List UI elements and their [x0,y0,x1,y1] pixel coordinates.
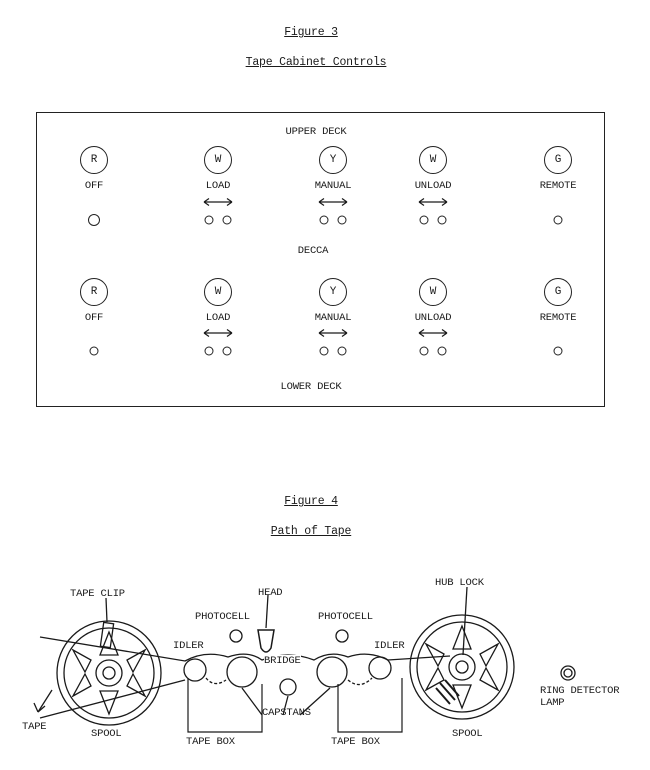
upper-double-arrow-icon-1 [203,198,233,206]
upper-deck-label: UPPER DECK [285,126,347,138]
idler-right-label: IDLER [374,640,405,652]
figure4-title: Path of Tape [270,525,352,538]
tape-line-lower [39,679,186,719]
spool-left-label: SPOOL [91,728,122,740]
left-idler [183,658,207,682]
figure3-number: Figure 3 [284,26,338,39]
left-photocell [229,629,243,643]
upper-socket-2-0 [319,215,329,225]
upper-control-cap-2: Y [319,146,347,174]
ring-detector-label-line1: RING DETECTOR [540,685,620,697]
idler-left-label: IDLER [173,640,204,652]
lower-socket-3-0 [419,346,429,356]
tape-clip-label: TAPE CLIP [70,588,125,600]
lower-socket-1-1 [222,346,232,356]
bridge-label: BRIDGE [264,655,301,667]
lower-double-arrow-icon-3 [418,329,448,337]
upper-socket-3-1 [437,215,447,225]
upper-socket-3-0 [419,215,429,225]
spool-right-label: SPOOL [452,728,483,740]
upper-control-label-3: UNLOAD [414,180,452,192]
head-label: HEAD [258,587,283,599]
right-tape-box [337,678,403,733]
upper-control-label-4: REMOTE [539,180,577,192]
lower-socket-2-0 [319,346,329,356]
capstans-label: CAPSTANS [262,707,311,719]
lower-control-label-0: OFF [84,312,104,324]
tape-clip-shape [99,621,115,649]
upper-control-cap-1: W [204,146,232,174]
tape-label: TAPE [22,721,47,733]
lower-deck-label: LOWER DECK [280,381,342,393]
lower-control-cap-1: W [204,278,232,306]
upper-control-label-0: OFF [84,180,104,192]
photocell-right-label: PHOTOCELL [318,611,373,623]
lower-socket-4-0 [553,346,563,356]
left-tape-box [187,678,263,733]
left-spool [56,620,162,726]
right-capstan [316,656,348,688]
lower-socket-1-0 [204,346,214,356]
lower-control-cap-3: W [419,278,447,306]
tape-box-left-label: TAPE BOX [186,736,235,748]
lower-socket-0-0 [89,346,99,356]
ring-detector-label-line2: LAMP [540,697,565,709]
figure4-number: Figure 4 [284,495,338,508]
lower-double-arrow-icon-1 [203,329,233,337]
upper-control-label-1: LOAD [205,180,231,192]
lower-control-label-2: MANUAL [314,312,352,324]
lower-control-cap-2: Y [319,278,347,306]
upper-socket-1-1 [222,215,232,225]
upper-control-cap-4: G [544,146,572,174]
right-spool [409,614,515,720]
left-capstan [226,656,258,688]
decca-label: DECCA [297,245,329,257]
lower-control-label-3: UNLOAD [414,312,452,324]
lower-control-cap-0: R [80,278,108,306]
lower-socket-3-1 [437,346,447,356]
upper-double-arrow-icon-2 [318,198,348,206]
head-shape [257,629,275,653]
lower-double-arrow-icon-2 [318,329,348,337]
upper-socket-4-0 [553,215,563,225]
ring-detector-lamp [560,665,576,681]
figure3-title: Tape Cabinet Controls [245,56,387,69]
upper-double-arrow-icon-3 [418,198,448,206]
lower-control-cap-4: G [544,278,572,306]
upper-socket-1-0 [204,215,214,225]
lower-socket-2-1 [337,346,347,356]
upper-socket-0-0 [88,214,100,226]
upper-control-cap-0: R [80,146,108,174]
hub-lock-label: HUB LOCK [435,577,484,589]
tape-cabinet-panel [36,112,605,407]
photocell-left-label: PHOTOCELL [195,611,250,623]
lower-control-label-4: REMOTE [539,312,577,324]
upper-control-cap-3: W [419,146,447,174]
bridge-roller [279,678,297,696]
lower-control-label-1: LOAD [205,312,231,324]
upper-control-label-2: MANUAL [314,180,352,192]
upper-socket-2-1 [337,215,347,225]
right-photocell [335,629,349,643]
tape-box-right-label: TAPE BOX [331,736,380,748]
